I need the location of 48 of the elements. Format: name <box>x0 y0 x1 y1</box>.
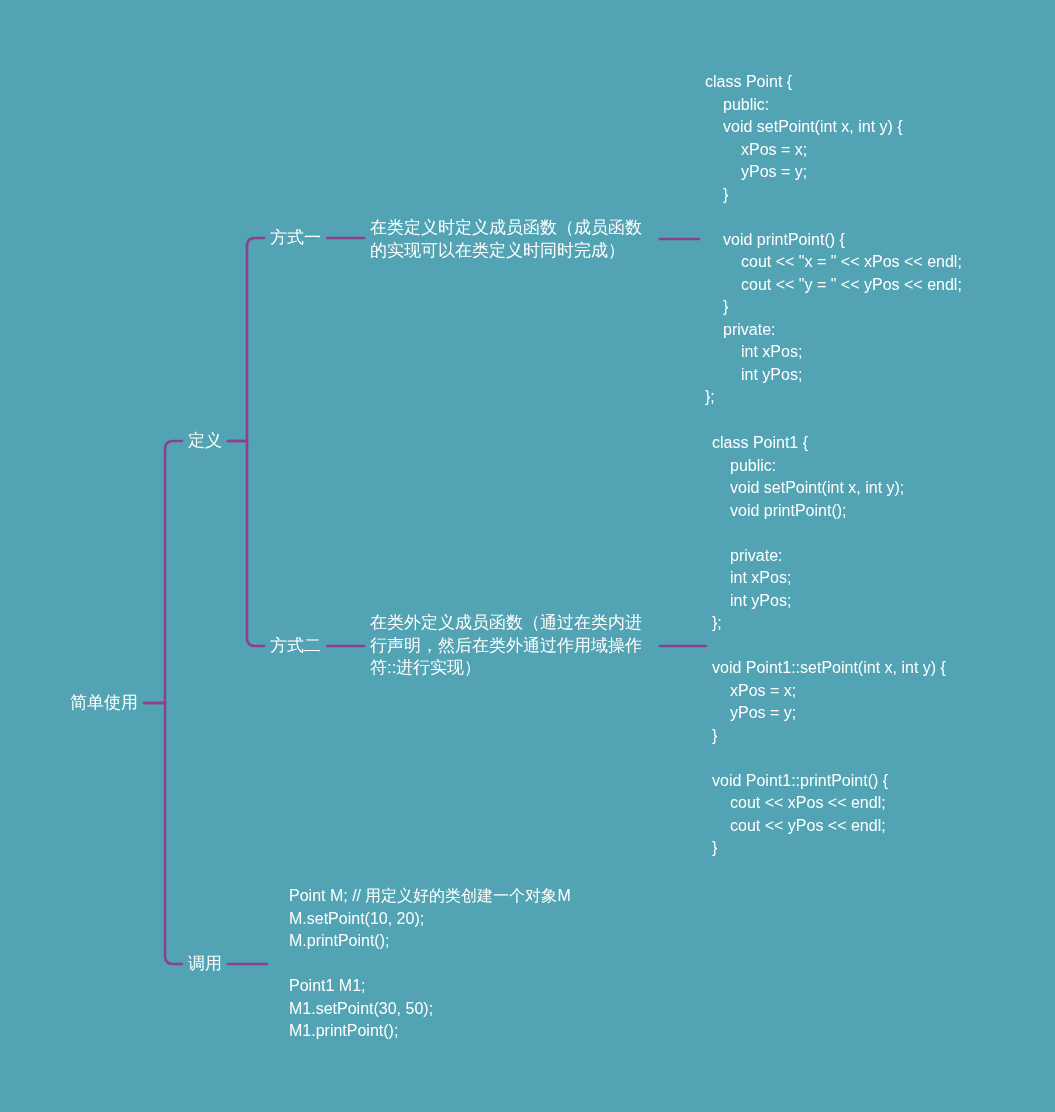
code-line: M1.printPoint(); <box>289 1021 399 1042</box>
topic-label: 方式二 <box>264 635 327 657</box>
code-line: int xPos; <box>741 342 803 363</box>
connector-line <box>325 236 366 240</box>
code-line: cout << "x = " << xPos << endl; <box>741 252 962 273</box>
code-line: } <box>723 184 729 205</box>
code-line: void setPoint(int x, int y) { <box>723 117 903 138</box>
code-line: private: <box>723 319 776 340</box>
code-line: Point1 M1; <box>289 976 366 997</box>
topic-label: 定义 <box>182 430 228 452</box>
description-text: 在类外定义成员函数（通过在类内进行声明，然后在类外通过作用域操作符::进行实现） <box>364 612 660 680</box>
code-line: M.printPoint(); <box>289 931 390 952</box>
code-line: int xPos; <box>730 568 792 589</box>
code-line: cout << "y = " << yPos << endl; <box>741 274 962 295</box>
code-line: void Point1::setPoint(int x, int y) { <box>712 658 946 679</box>
connector-line <box>658 237 701 241</box>
code-line: int yPos; <box>741 364 803 385</box>
topic-label: 调用 <box>182 953 228 975</box>
code-line: public: <box>723 94 770 115</box>
code-line: yPos = y; <box>730 703 797 724</box>
code-line: void Point1::printPoint() { <box>712 770 889 791</box>
code-line: yPos = y; <box>741 162 808 183</box>
code-line: public: <box>730 455 777 476</box>
connector-line <box>658 644 708 648</box>
code-line: }; <box>712 613 722 634</box>
code-line: cout << yPos << endl; <box>730 815 886 836</box>
code-line: } <box>723 297 729 318</box>
code-line: xPos = x; <box>730 680 797 701</box>
code-line: } <box>712 725 718 746</box>
description-text: 在类定义时定义成员函数（成员函数的实现可以在类定义时同时完成） <box>364 216 660 262</box>
code-line: void setPoint(int x, int y); <box>730 478 905 499</box>
connector-line <box>325 644 366 648</box>
code-line: xPos = x; <box>741 139 808 160</box>
code-line: void printPoint() { <box>723 229 845 250</box>
code-line: M.setPoint(10, 20); <box>289 908 425 929</box>
code-line: void printPoint(); <box>730 500 847 521</box>
code-line: Point M; // 用定义好的类创建一个对象M <box>289 886 571 907</box>
topic-label: 简单使用 <box>64 692 144 714</box>
code-line: M1.setPoint(30, 50); <box>289 998 434 1019</box>
code-line: }; <box>705 387 715 408</box>
code-line: private: <box>730 545 783 566</box>
code-line: class Point1 { <box>712 433 809 454</box>
topic-label: 方式一 <box>264 227 327 249</box>
code-line: class Point { <box>705 72 793 93</box>
code-line: } <box>712 838 718 859</box>
connector-line <box>226 962 269 966</box>
code-line: int yPos; <box>730 590 792 611</box>
code-line: cout << xPos << endl; <box>730 793 886 814</box>
